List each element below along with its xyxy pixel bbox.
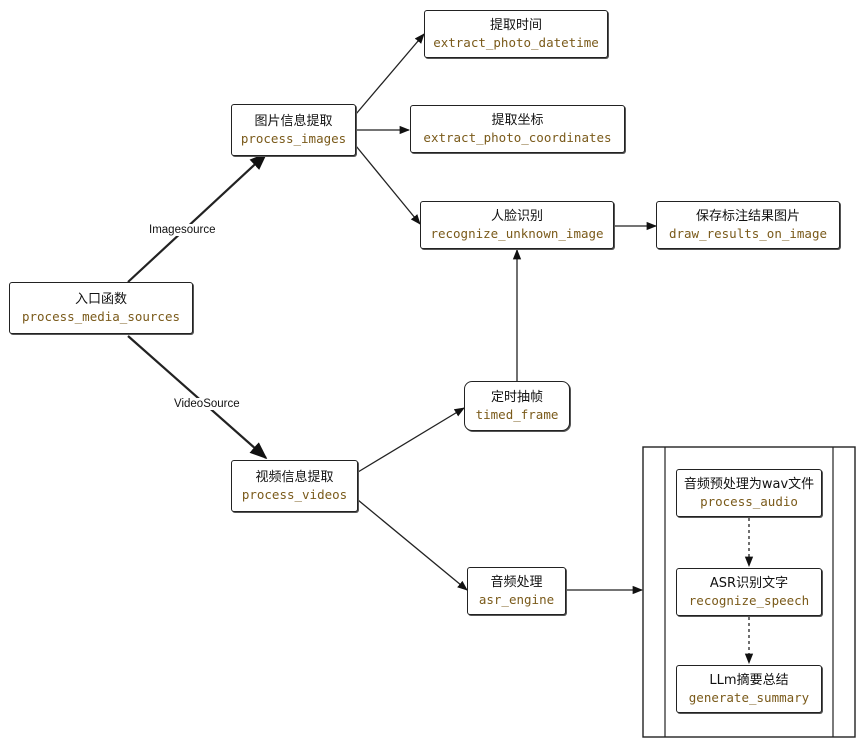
edge-images-face (355, 145, 421, 225)
node-draw-title: 保存标注结果图片 (695, 209, 800, 224)
edge-entry-images (127, 152, 268, 283)
node-summary[interactable]: LLm摘要总结 generate_summary (676, 665, 822, 713)
node-entry-function: process_media_sources (21, 309, 181, 324)
node-audio[interactable]: 音频预处理为wav文件 process_audio (676, 469, 822, 517)
node-frame-title: 定时抽帧 (490, 390, 543, 405)
node-speech[interactable]: ASR识别文字 recognize_speech (676, 568, 822, 616)
node-audio-function: process_audio (700, 494, 798, 509)
node-speech-title: ASR识别文字 (709, 576, 789, 591)
node-videos-title: 视频信息提取 (255, 470, 334, 485)
node-draw-function: draw_results_on_image (668, 226, 828, 241)
node-videos[interactable]: 视频信息提取 process_videos (231, 460, 358, 512)
edge-entry-videos (127, 335, 268, 460)
node-entry-title: 入口函数 (74, 292, 127, 307)
node-images-title: 图片信息提取 (254, 114, 333, 129)
node-coords-title: 提取坐标 (491, 113, 544, 128)
node-coords[interactable]: 提取坐标 extract_photo_coordinates (410, 105, 625, 153)
node-asr-function: asr_engine (478, 592, 555, 607)
node-audio-title: 音频预处理为wav文件 (683, 477, 815, 492)
node-summary-function: generate_summary (688, 690, 810, 705)
node-face[interactable]: 人脸识别 recognize_unknown_image (420, 201, 614, 249)
node-draw[interactable]: 保存标注结果图片 draw_results_on_image (656, 201, 840, 249)
node-face-title: 人脸识别 (490, 209, 543, 224)
node-datetime-function: extract_photo_datetime (433, 35, 599, 50)
node-frame-function: timed_frame (475, 407, 559, 422)
node-entry[interactable]: 入口函数 process_media_sources (9, 282, 193, 334)
edge-videos-frame (357, 407, 465, 473)
node-images-function: process_images (240, 131, 347, 146)
node-videos-function: process_videos (241, 487, 348, 502)
node-asr-title: 音频处理 (490, 575, 543, 590)
node-coords-function: extract_photo_coordinates (423, 130, 612, 145)
edge-videos-asr (357, 499, 468, 591)
node-speech-function: recognize_speech (688, 593, 810, 608)
node-frame[interactable]: 定时抽帧 timed_frame (464, 381, 570, 431)
node-asr[interactable]: 音频处理 asr_engine (467, 567, 566, 615)
node-summary-title: LLm摘要总结 (709, 673, 789, 688)
edge-images-datetime (355, 33, 425, 115)
node-images[interactable]: 图片信息提取 process_images (231, 104, 356, 156)
node-datetime-title: 提取时间 (489, 18, 542, 33)
edge-label-videosource: VideoSource (172, 398, 242, 410)
node-datetime[interactable]: 提取时间 extract_photo_datetime (424, 10, 608, 58)
node-face-function: recognize_unknown_image (430, 226, 604, 241)
edge-label-imagesource: Imagesource (147, 224, 218, 236)
